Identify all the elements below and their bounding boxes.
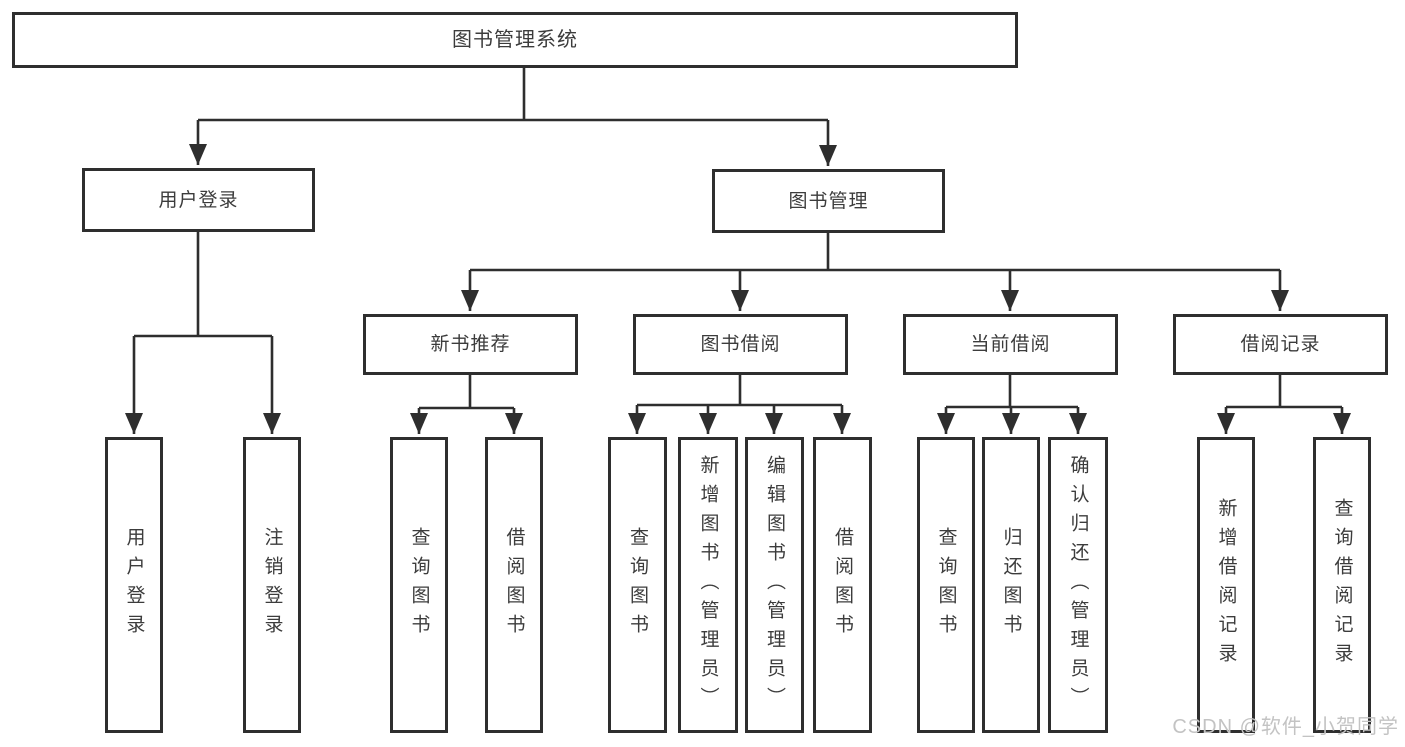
node-borrowing-records: 借阅记录 xyxy=(1173,314,1388,375)
leaf-bb-query-books: 查询图书 xyxy=(608,437,667,733)
leaf-br-add-borrow-record: 新增借阅记录 xyxy=(1197,437,1255,733)
leaf-bb-add-book-admin: 新增图书（管理员） xyxy=(678,437,738,733)
node-label: 归还图书 xyxy=(1000,527,1022,643)
leaf-bb-edit-book-admin: 编辑图书（管理员） xyxy=(745,437,804,733)
leaf-cb-return-books: 归还图书 xyxy=(982,437,1040,733)
leaf-bb-borrow-books: 借阅图书 xyxy=(813,437,872,733)
node-label: 借阅记录 xyxy=(1240,334,1321,355)
node-user-login: 用户登录 xyxy=(82,168,315,232)
node-label: 查询图书 xyxy=(627,527,648,643)
node-label: 查询图书 xyxy=(408,527,430,643)
node-library-management-system: 图书管理系统 xyxy=(12,12,1018,68)
connector-root-to-level2 xyxy=(198,68,828,122)
leaf-logout: 注销登录 xyxy=(243,437,301,733)
node-label: 图书管理系统 xyxy=(452,29,578,51)
connector-book-borrowing-children xyxy=(637,375,842,407)
connector-book-management-children xyxy=(470,233,1280,272)
leaf-cb-confirm-return-admin: 确认归还（管理员） xyxy=(1048,437,1108,733)
node-book-management: 图书管理 xyxy=(712,169,945,233)
node-label: 新增图书（管理员） xyxy=(697,454,719,716)
leaf-user-login: 用户登录 xyxy=(105,437,163,733)
node-label: 查询图书 xyxy=(935,527,957,643)
node-book-borrowing: 图书借阅 xyxy=(633,314,848,375)
node-label: 新增借阅记录 xyxy=(1215,498,1237,672)
leaf-nbr-borrow-books: 借阅图书 xyxy=(485,437,543,733)
node-label: 图书管理 xyxy=(788,190,869,212)
node-label: 注销登录 xyxy=(261,527,283,643)
leaf-nbr-query-books: 查询图书 xyxy=(390,437,448,733)
node-label: 新书推荐 xyxy=(430,334,511,355)
connector-current-borrowing-children xyxy=(946,375,1078,409)
leaf-cb-query-books: 查询图书 xyxy=(917,437,975,733)
node-label: 图书借阅 xyxy=(700,334,781,355)
connector-borrowing-records-children xyxy=(1226,375,1342,409)
node-label: 用户登录 xyxy=(158,189,239,211)
node-label: 当前借阅 xyxy=(970,334,1051,355)
node-label: 确认归还（管理员） xyxy=(1067,454,1089,716)
node-label: 查询借阅记录 xyxy=(1331,498,1353,672)
node-label: 用户登录 xyxy=(123,527,145,643)
connector-new-book-recommend-children xyxy=(419,375,514,410)
node-new-book-recommend: 新书推荐 xyxy=(363,314,578,375)
node-current-borrowing: 当前借阅 xyxy=(903,314,1118,375)
watermark-text: CSDN @软件_小贺同学 xyxy=(1172,716,1399,738)
node-label: 编辑图书（管理员） xyxy=(764,454,785,716)
leaf-br-query-borrow-record: 查询借阅记录 xyxy=(1313,437,1371,733)
node-label: 借阅图书 xyxy=(832,527,853,643)
connector-user-login-children xyxy=(134,232,272,338)
node-label: 借阅图书 xyxy=(503,527,525,643)
